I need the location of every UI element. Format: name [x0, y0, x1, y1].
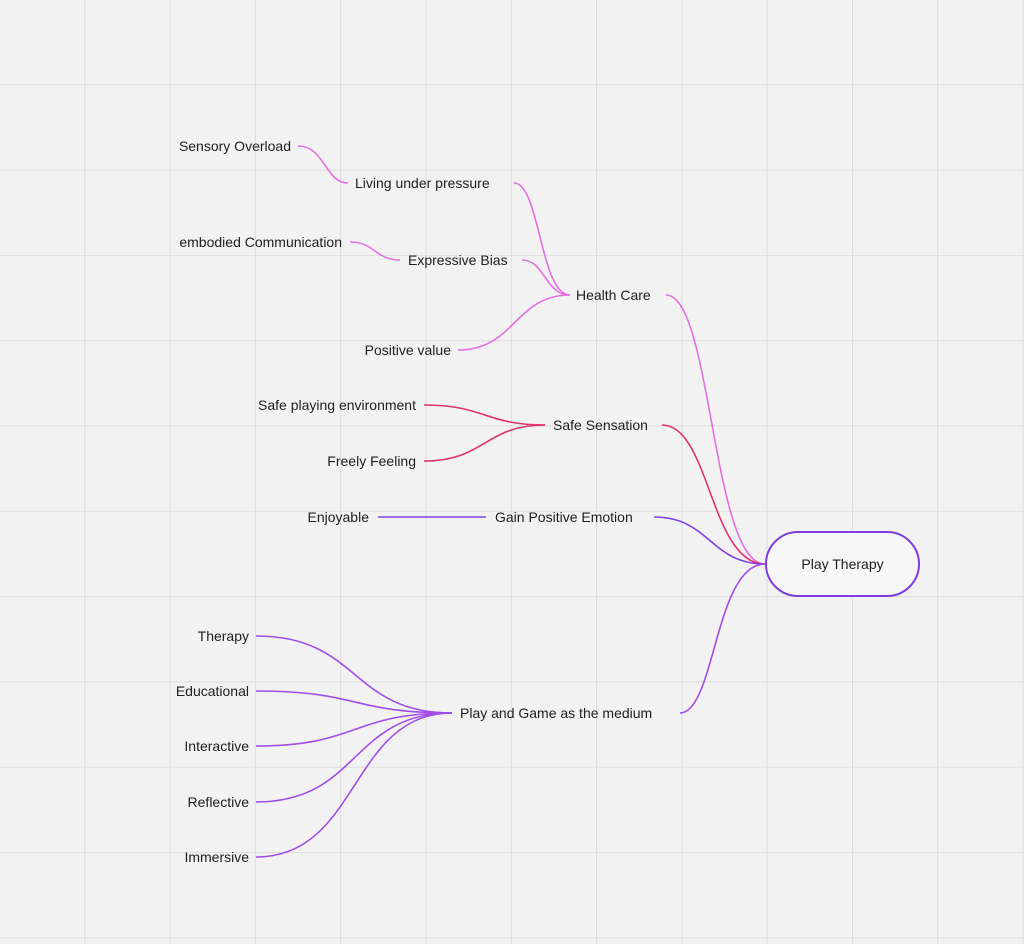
node-immersive[interactable]: Immersive [184, 849, 249, 865]
edge-health-care-expressive-bias [521, 259, 571, 296]
edge-safe-sensation-safe-playing-environment [423, 404, 546, 426]
edge-play-and-game-reflective [255, 712, 453, 803]
node-play-and-game[interactable]: Play and Game as the medium [460, 705, 653, 721]
node-living-under-pressure[interactable]: Living under pressure [355, 175, 490, 191]
node-safe-playing-environment[interactable]: Safe playing environment [258, 397, 416, 413]
edge-play-and-game-educational [255, 690, 453, 714]
edge-play-and-game-interactive [255, 712, 453, 747]
root-node-label: Play Therapy [801, 556, 884, 572]
edge-expressive-bias-embodied-communication [349, 241, 401, 261]
edge-root-health-care [665, 294, 766, 565]
edge-root-play-and-game [679, 563, 766, 714]
edge-root-gain-positive-emotion [653, 516, 766, 565]
edge-living-under-pressure-sensory-overload [297, 145, 349, 184]
edge-play-and-game-therapy [255, 635, 453, 714]
edge-health-care-living-under-pressure [513, 182, 571, 296]
edge-play-and-game-immersive [255, 712, 453, 858]
node-enjoyable[interactable]: Enjoyable [307, 509, 370, 525]
node-interactive[interactable]: Interactive [184, 738, 249, 754]
root-node-play-therapy[interactable]: Play Therapy [765, 531, 920, 597]
node-educational[interactable]: Educational [175, 683, 249, 699]
edge-safe-sensation-freely-feeling [423, 424, 546, 462]
node-therapy[interactable]: Therapy [197, 628, 249, 644]
edge-health-care-positive-value [457, 294, 571, 351]
node-reflective[interactable]: Reflective [187, 794, 249, 810]
node-gain-positive-emotion[interactable]: Gain Positive Emotion [495, 509, 633, 525]
node-sensory-overload[interactable]: Sensory Overload [178, 138, 291, 154]
node-safe-sensation[interactable]: Safe Sensation [553, 417, 648, 433]
node-freely-feeling[interactable]: Freely Feeling [327, 453, 416, 469]
node-health-care[interactable]: Health Care [576, 287, 651, 303]
node-embodied-communication[interactable]: embodied Communication [179, 234, 342, 250]
node-expressive-bias[interactable]: Expressive Bias [408, 252, 508, 268]
edge-root-safe-sensation [661, 424, 766, 565]
node-positive-value[interactable]: Positive value [364, 342, 451, 358]
